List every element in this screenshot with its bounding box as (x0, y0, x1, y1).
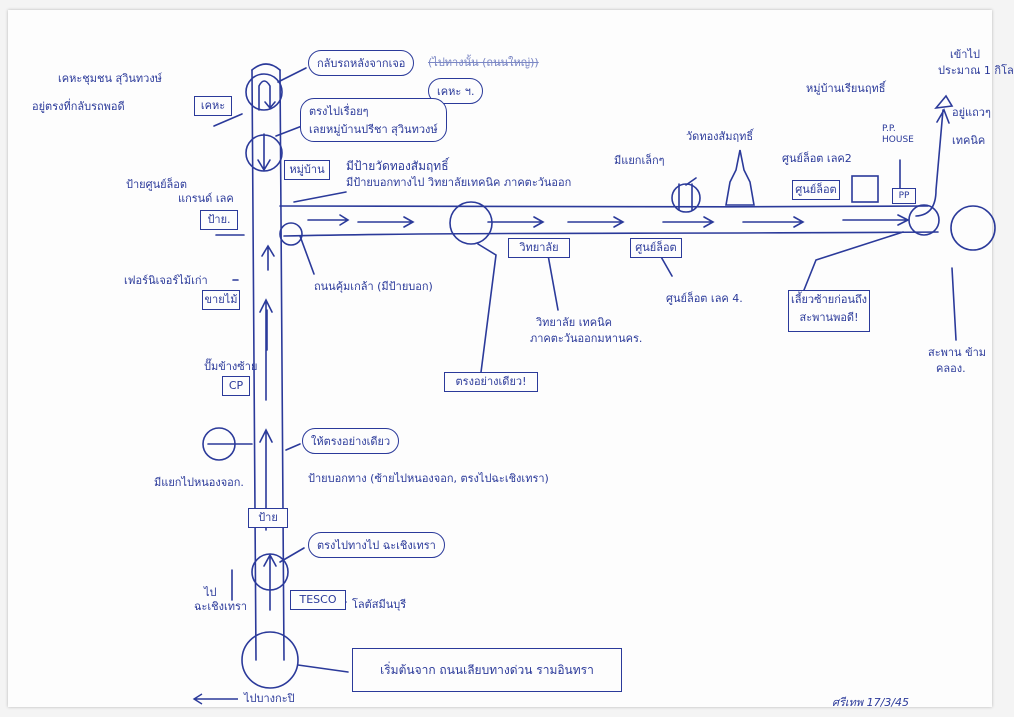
right-arrow (742, 216, 805, 228)
turn-arrow (915, 108, 950, 217)
housing-box: เคหะ (194, 96, 232, 116)
college-box: วิทยาลัย (508, 238, 570, 258)
horizontal-road-bottom-edge (283, 231, 939, 237)
temple-icon (725, 149, 755, 206)
up-arrow (261, 244, 275, 271)
u-turn-circle (245, 73, 283, 111)
gas-station-label: ปั๊มข้างซ้าย (204, 360, 258, 373)
straight-only-box: ตรงอย่างเดียว! (444, 372, 538, 392)
college-full-label-2: ภาคตะวันออกมหานคร. (530, 332, 643, 345)
lot2-label: ศูนย์ล็อต เลค2 (782, 152, 852, 165)
village-right-label: หมู่บ้านเรียนฤทธิ์ (806, 82, 886, 95)
to-chachoengsao-label-2: ฉะเชิงเทรา (194, 600, 248, 613)
faculty-note: เคหะชุมชน สุวินทวงษ์ (58, 72, 162, 85)
signpost-box: ป้าย (248, 508, 288, 528)
old-timber-label: เฟอร์นิเจอร์ไม้เก่า (124, 274, 208, 287)
right-arrow (567, 216, 625, 228)
bridge-label-2: คลอง. (936, 362, 966, 375)
pp-box: PP (892, 188, 916, 204)
right-arrow (487, 216, 545, 228)
college-circle (449, 201, 493, 245)
small-junction-label: มีแยกเล็กๆ (614, 154, 665, 167)
lot4-label: ศูนย์ล็อต เลค 4. (666, 292, 743, 305)
village-box: หมู่บ้าน (284, 160, 330, 180)
signpost-note: ป้ายบอกทาง (ซ้ายไปหนองจอก, ตรงไปฉะเชิงเท… (308, 472, 549, 485)
u-turn-callout: กลับรถหลังจากเจอ (308, 50, 415, 76)
junction-label: มีแยกไปหนองจอก. (154, 476, 244, 489)
college-full-label: วิทยาลัย เทคนิค (536, 316, 612, 329)
destination-label-2: ประมาณ 1 กิโล (938, 64, 1014, 77)
start-circle (241, 631, 299, 689)
sign-lot-label: ป้ายศูนย์ล็อต (126, 178, 188, 191)
small-junction-circle (671, 183, 701, 213)
bridge-label: สะพาน ข้าม (928, 346, 987, 359)
destination-label: เข้าไป (950, 48, 980, 61)
destination-label-4: เทคนิค (952, 134, 986, 147)
sign-box: ป้าย. (200, 210, 238, 230)
lotus-label: โลตัสมีนบุรี (352, 598, 407, 611)
turn-left-box: เลี้ยวซ้ายก่อนถึง สะพานพอดี! (788, 290, 870, 332)
right-arrow (842, 214, 910, 226)
destination-label-3: อยู่แถวๆ (952, 106, 991, 119)
left-arrow (192, 693, 238, 705)
straight-careful-callout: ให้ตรงอย่างเดียว (302, 428, 400, 454)
sign-lot-label-2: แกรนด์ เลค (178, 192, 234, 205)
tesco-box: TESCO (290, 590, 346, 610)
to-chachoengsao-label: ไป (204, 586, 217, 599)
star-note: อยู่ตรงที่กลับรถพอดี (32, 100, 125, 113)
soi-circle (279, 222, 303, 246)
u-turn-arrow (258, 80, 276, 111)
to-bangkok-label: ไปบางกะปิ (244, 692, 295, 705)
up-arrow (263, 553, 277, 611)
horizontal-road-top-edge (279, 205, 929, 208)
temple-label: วัดทองสัมฤทธิ์ (686, 130, 754, 143)
start-box: เริ่มต้นจาก ถนนเลียบทางด่วน รามอินทรา (352, 648, 622, 692)
route-drawing (192, 63, 996, 705)
bridge-circle (950, 205, 996, 251)
up-arrow (259, 298, 273, 401)
go-straight-callout: ตรงไปทางไป ฉะเชิงเทรา (308, 532, 445, 558)
right-arrow (307, 214, 350, 226)
right-arrow (662, 216, 715, 228)
college-sign-label: มีป้ายบอกทางไป วิทยาลัยเทคนิค ภาคตะวันออ… (346, 176, 572, 189)
signature: ศรีเทพ 17/3/45 (832, 696, 910, 709)
crossed-out-note: (ไปทางนั้น (ถนนใหญ่)) (428, 56, 539, 69)
straight-on-callout: ตรงไปเรื่อยๆ เลยหมู่บ้านปรีชา สุวินทวงษ์ (300, 98, 447, 142)
destination-marker (934, 94, 954, 110)
turn-circle (908, 204, 940, 236)
down-arrow (257, 133, 271, 172)
village-square (851, 175, 879, 203)
timber-box: ขายไม้ (202, 290, 240, 310)
wat-sign-label: มีป้ายวัดทองสัมฤทธิ์ (346, 159, 449, 173)
main-road-right-edge (279, 69, 285, 661)
soi-old-label: ถนนคุ้มเกล้า (มีป้ายบอก) (314, 280, 433, 293)
cp-box: CP (222, 376, 250, 396)
lot4-box: ศูนย์ล็อต (630, 238, 682, 258)
lot2-box: ศูนย์ล็อต (792, 180, 840, 200)
right-arrow (357, 216, 415, 228)
map-sheet: เคหะชุมชน สุวินทวงษ์ อยู่ตรงที่กลับรถพอด… (8, 10, 1014, 709)
road-top-cap (251, 63, 281, 71)
pp-house-label: P.P. HOUSE (882, 124, 914, 145)
